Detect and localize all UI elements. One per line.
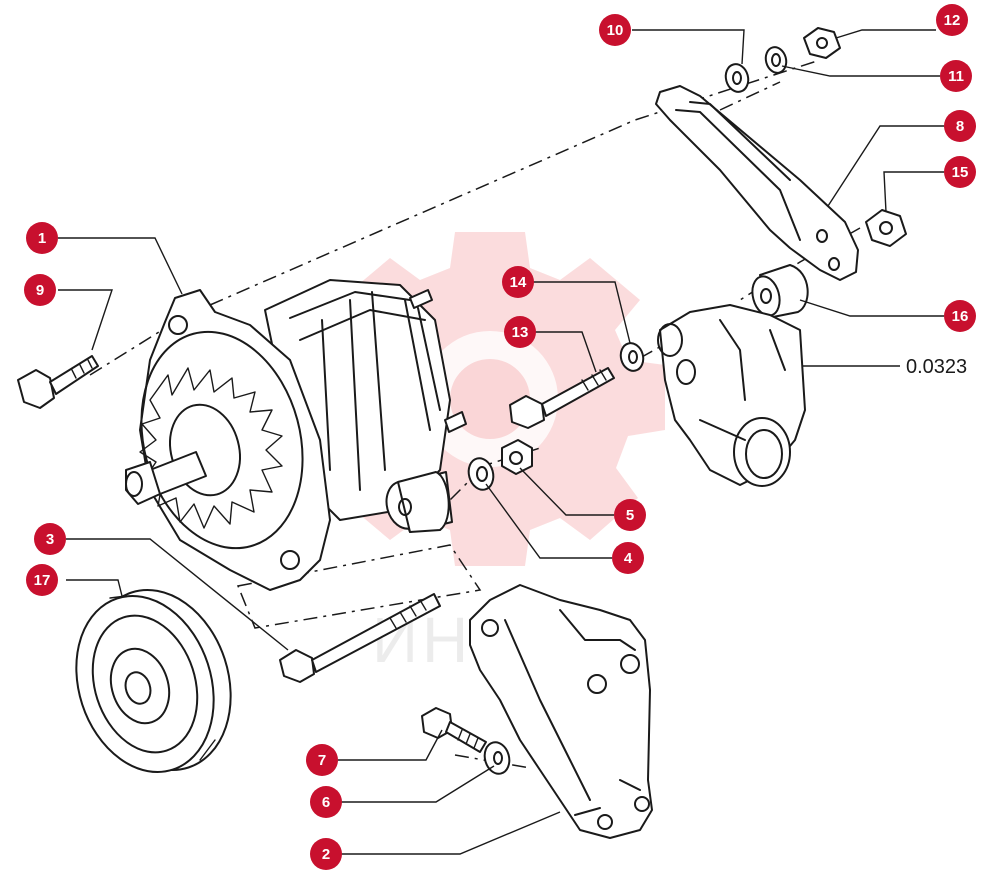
callout-1: 1 [26,222,58,254]
callout-badge [614,499,646,531]
callout-badge [34,523,66,555]
callout-badge [936,4,968,36]
alternator-part-1 [125,279,467,591]
callout-15: 15 [944,156,976,188]
callout-label: 14 [510,274,527,291]
callout-badge [612,542,644,574]
callout-label: 16 [952,308,969,325]
engine-mount-housing [657,304,806,487]
callout-label: 1 [38,230,46,247]
nut-part-5 [501,439,533,475]
bolt-part-3 [279,593,441,683]
callout-label: 10 [607,22,624,39]
callout-badge [599,14,631,46]
nut-part-12 [803,27,841,59]
callout-9: 9 [24,274,56,306]
callout-label: 8 [956,118,964,135]
bolt-part-7 [421,707,487,753]
callout-4: 4 [612,542,644,574]
callout-label: 17 [34,572,51,589]
callout-badge [944,300,976,332]
callout-8: 8 [944,110,976,142]
callout-label: 11 [948,68,964,85]
callout-badge [504,316,536,348]
bracket-part-8 [655,85,859,281]
washer-part-11 [764,46,788,74]
bolt-part-9 [17,355,99,409]
callout-6: 6 [310,786,342,818]
nut-part-15 [865,209,907,247]
callout-badge [944,110,976,142]
callout-label: 3 [46,531,54,548]
callout-2: 2 [310,838,342,870]
callout-badge [502,266,534,298]
callout-label: 9 [36,282,44,299]
washer-part-4 [467,457,495,491]
callout-16: 16 [944,300,976,332]
callout-label: 4 [624,550,633,567]
callout-14: 14 [502,266,534,298]
callout-label: 7 [318,752,326,769]
callout-11: 11 [940,60,972,92]
callout-label: 13 [512,324,529,341]
callout-badge [26,564,58,596]
callout-5: 5 [614,499,646,531]
callout-10: 10 [599,14,631,46]
callout-label: 12 [944,12,961,29]
washer-part-6 [483,741,511,775]
callout-3: 3 [34,523,66,555]
callout-label: 15 [952,164,969,181]
bracket-part-2 [469,584,653,839]
callout-badge [310,786,342,818]
spacer-part-16 [751,264,809,319]
callout-badge [940,60,972,92]
pulley-part-17 [75,589,232,773]
washer-part-14 [619,342,645,372]
callout-label: 2 [322,846,330,863]
callout-label: 6 [322,794,330,811]
callout-label: 5 [626,507,634,524]
callout-badge [944,156,976,188]
callout-13: 13 [504,316,536,348]
callout-7: 7 [306,744,338,776]
leader-lines [58,29,944,855]
callout-badge [24,274,56,306]
callout-17: 17 [26,564,58,596]
callout-12: 12 [936,4,968,36]
washer-part-10 [724,63,750,93]
callout-badge [26,222,58,254]
spacer-bushing [385,471,450,533]
callout-badge [306,744,338,776]
callout-badge [310,838,342,870]
bolt-part-13 [509,367,615,429]
reference-code-label: 0.0323 [906,356,967,378]
